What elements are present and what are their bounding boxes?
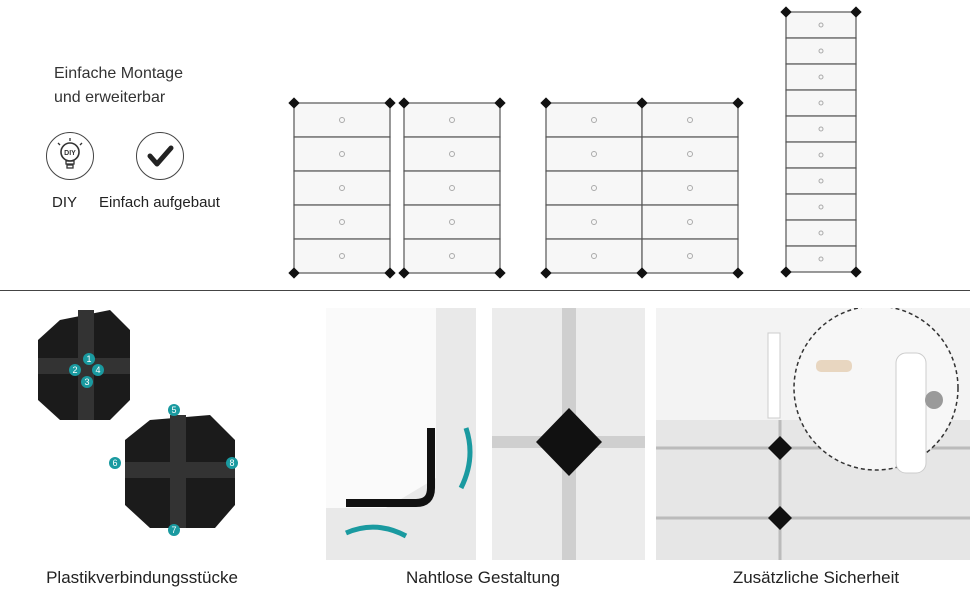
connector-pieces-image <box>38 310 235 528</box>
safety-photo <box>656 308 970 560</box>
marker-8: 8 <box>226 457 238 469</box>
heading-line-1: Einfache Montage <box>54 65 183 82</box>
diy-bulb-icon: DIY <box>46 132 94 180</box>
marker-3: 3 <box>81 376 93 388</box>
marker-4: 4 <box>92 364 104 376</box>
marker-1: 1 <box>83 353 95 365</box>
checkmark-icon <box>136 132 184 180</box>
heading: Einfache Montage und erweiterbar <box>54 62 183 110</box>
marker-7: 7 <box>168 524 180 536</box>
stack-b <box>403 102 501 274</box>
cube-shelf-illustration <box>288 6 862 279</box>
caption-connectors: Plastikverbindungsstücke <box>46 568 238 587</box>
feature-label-diy: DIY <box>52 194 78 211</box>
heading-line-2: und erweiterbar <box>54 89 166 106</box>
caption-safety: Zusätzliche Sicherheit <box>732 568 900 587</box>
marker-2: 2 <box>69 364 81 376</box>
stack-c <box>545 102 739 274</box>
marker-6: 6 <box>109 457 121 469</box>
caption-seamless: Nahtlose Gestaltung <box>405 568 561 587</box>
stack-a <box>293 102 391 274</box>
seamless-photo-edge <box>326 308 476 560</box>
marker-5: 5 <box>168 404 180 416</box>
feature-label-easy: Einfach aufgebaut <box>99 194 220 211</box>
stack-d <box>785 11 857 273</box>
seamless-photo-joint <box>492 308 645 560</box>
svg-text:DIY: DIY <box>64 150 76 157</box>
section-divider <box>0 290 970 291</box>
